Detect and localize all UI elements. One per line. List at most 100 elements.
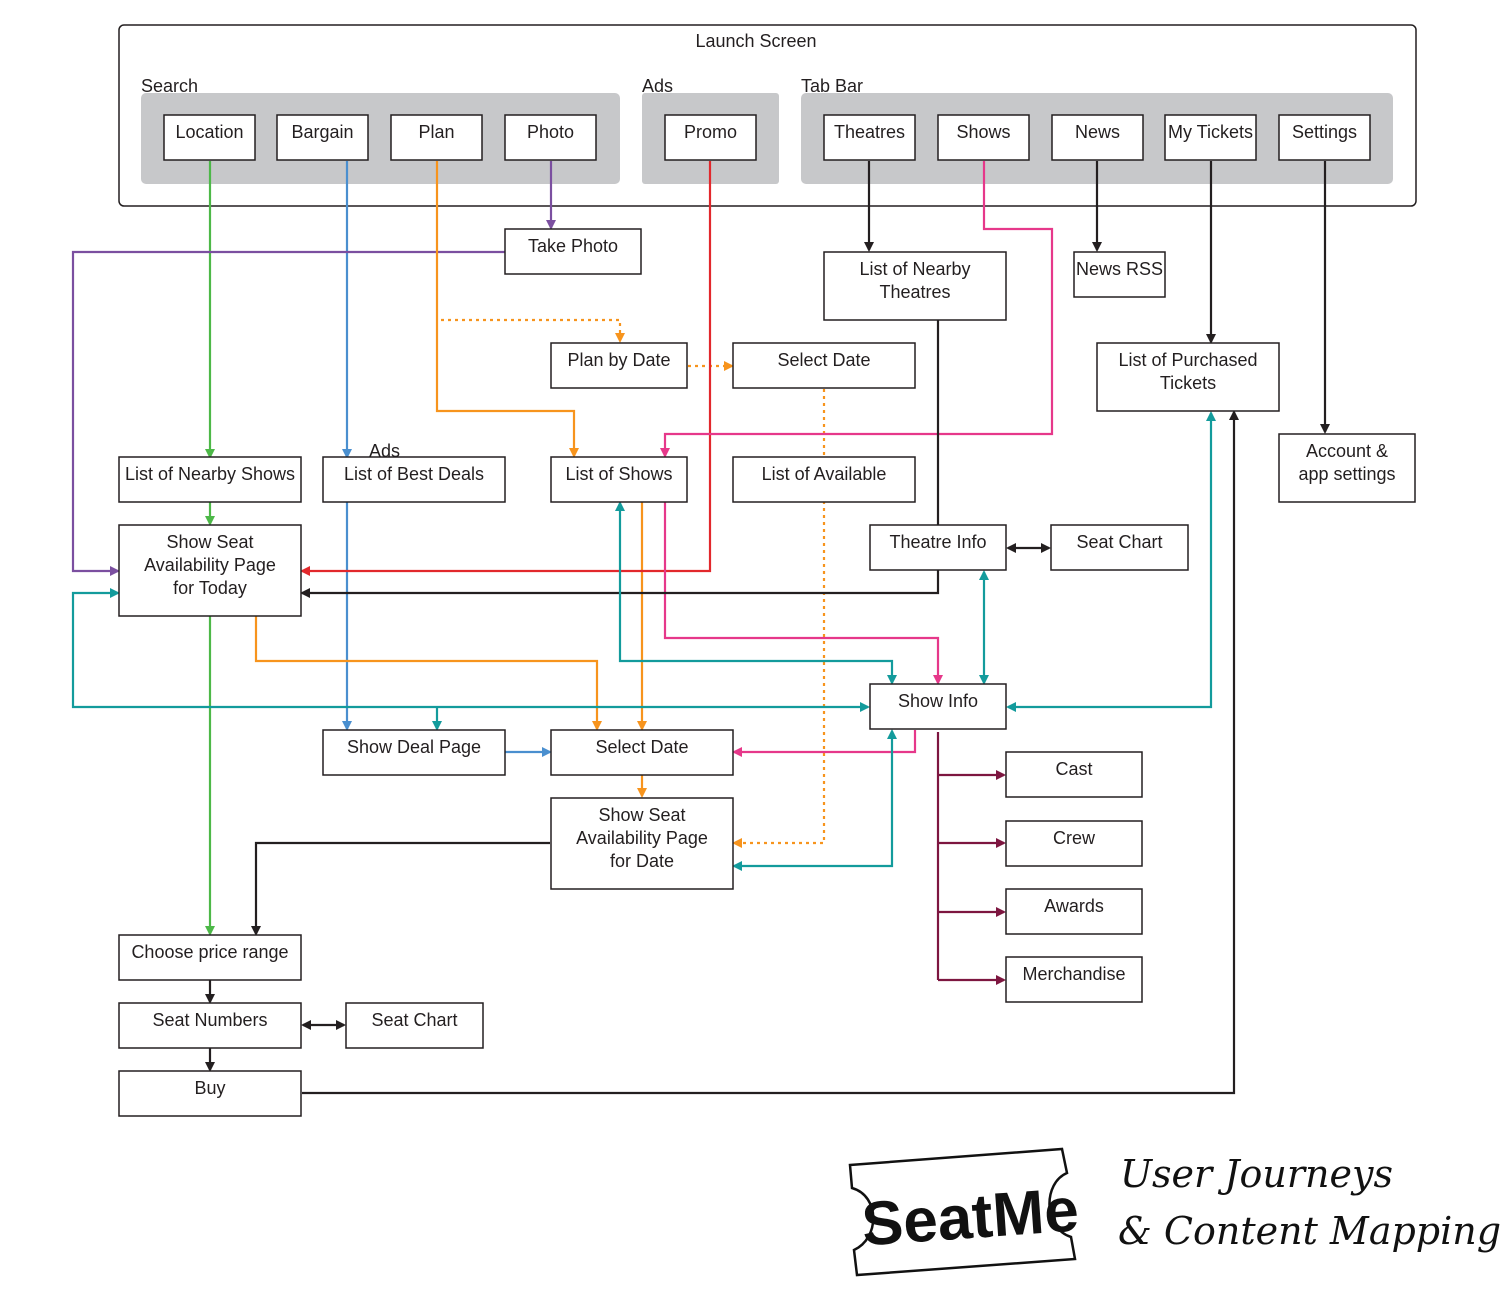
- connector-buy-to-purchased: [302, 410, 1239, 1095]
- node-theatres-label: Theatres: [834, 122, 905, 142]
- node-seat-avail-date-line2: Availability Page: [576, 828, 708, 848]
- node-settings-label: Settings: [1292, 122, 1357, 142]
- node-account-settings-line2: app settings: [1298, 464, 1395, 484]
- search-group-panel: [141, 93, 620, 184]
- node-seat-avail-date-line3: for Date: [610, 851, 674, 871]
- node-buy[interactable]: Buy: [118, 1070, 302, 1117]
- tab-bar-group-label: Tab Bar: [801, 76, 863, 96]
- ads-note-label: Ads: [369, 441, 400, 461]
- node-seat-avail-today-line3: for Today: [173, 578, 247, 598]
- node-select-date-mid-label: Select Date: [595, 737, 688, 757]
- connector-take-photo-to-seat-today: [71, 250, 505, 576]
- node-location[interactable]: Location: [163, 114, 256, 161]
- connector-list-of-shows-show-info: [615, 501, 897, 685]
- seatme-logo-text: SeatMe: [859, 1176, 1080, 1260]
- node-nearby-shows[interactable]: List of Nearby Shows: [118, 456, 302, 503]
- node-shows-label: Shows: [956, 122, 1010, 142]
- node-seat-numbers[interactable]: Seat Numbers: [118, 1002, 302, 1049]
- node-take-photo-label: Take Photo: [528, 236, 618, 256]
- node-list-of-shows-label: List of Shows: [565, 464, 672, 484]
- node-list-available-label: List of Available: [762, 464, 887, 484]
- node-shows[interactable]: Shows: [937, 114, 1030, 161]
- node-nearby-theatres-line2: Theatres: [879, 282, 950, 302]
- node-awards-label: Awards: [1044, 896, 1104, 916]
- node-photo[interactable]: Photo: [504, 114, 597, 161]
- search-group-label: Search: [141, 76, 198, 96]
- node-best-deals-label: List of Best Deals: [344, 464, 484, 484]
- node-account-settings[interactable]: Account & app settings: [1278, 433, 1416, 503]
- node-promo[interactable]: Promo: [664, 114, 757, 161]
- node-location-label: Location: [175, 122, 243, 142]
- node-news-rss-label: News RSS: [1076, 259, 1163, 279]
- node-settings[interactable]: Settings: [1278, 114, 1371, 161]
- node-best-deals[interactable]: List of Best Deals: [322, 456, 506, 503]
- node-merchandise[interactable]: Merchandise: [1005, 956, 1143, 1003]
- node-merchandise-label: Merchandise: [1022, 964, 1125, 984]
- node-seat-avail-today-line1: Show Seat: [166, 532, 253, 552]
- node-nearby-theatres[interactable]: List of Nearby Theatres: [823, 251, 1007, 321]
- footer-title-line2: & Content Mapping: [1118, 1209, 1500, 1253]
- node-plan[interactable]: Plan: [390, 114, 483, 161]
- node-cast-label: Cast: [1055, 759, 1092, 779]
- node-seat-chart-seats-label: Seat Chart: [371, 1010, 457, 1030]
- node-bargain-label: Bargain: [291, 122, 353, 142]
- node-theatre-info[interactable]: Theatre Info: [869, 524, 1007, 571]
- node-buy-label: Buy: [194, 1078, 225, 1098]
- node-theatres[interactable]: Theatres: [823, 114, 916, 161]
- footer-title-line1: User Journeys: [1120, 1152, 1393, 1196]
- node-photo-label: Photo: [527, 122, 574, 142]
- node-awards[interactable]: Awards: [1005, 888, 1143, 935]
- connector-show-info-purchased: [1006, 411, 1216, 712]
- node-promo-label: Promo: [684, 122, 737, 142]
- node-purchased-tickets-line1: List of Purchased: [1118, 350, 1257, 370]
- node-seat-avail-date-line1: Show Seat: [598, 805, 685, 825]
- node-seat-chart-theatre[interactable]: Seat Chart: [1050, 524, 1189, 571]
- connector-seat-today-to-select-date: [254, 616, 602, 731]
- node-nearby-shows-label: List of Nearby Shows: [125, 464, 295, 484]
- node-news[interactable]: News: [1051, 114, 1144, 161]
- node-seat-numbers-label: Seat Numbers: [152, 1010, 267, 1030]
- node-news-rss[interactable]: News RSS: [1073, 251, 1166, 298]
- node-cast[interactable]: Cast: [1005, 751, 1143, 798]
- node-nearby-theatres-line1: List of Nearby: [859, 259, 970, 279]
- node-seat-avail-date[interactable]: Show Seat Availability Page for Date: [550, 797, 734, 890]
- node-show-deal-page-label: Show Deal Page: [347, 737, 481, 757]
- node-seat-avail-today[interactable]: Show Seat Availability Page for Today: [118, 524, 302, 617]
- node-choose-price[interactable]: Choose price range: [118, 934, 302, 981]
- node-select-date-mid[interactable]: Select Date: [550, 729, 734, 776]
- connector-plan-to-plan-by-date: [441, 318, 625, 343]
- node-plan-by-date[interactable]: Plan by Date: [550, 342, 688, 389]
- node-purchased-tickets[interactable]: List of Purchased Tickets: [1096, 342, 1280, 412]
- node-list-of-shows[interactable]: List of Shows: [550, 456, 688, 503]
- node-crew-label: Crew: [1053, 828, 1096, 848]
- launch-screen-title: Launch Screen: [695, 31, 816, 51]
- node-choose-price-label: Choose price range: [131, 942, 288, 962]
- connector-plan-to-list-of-shows: [435, 161, 579, 458]
- seatme-ticket-logo: SeatMe: [848, 1147, 1081, 1277]
- node-my-tickets-label: My Tickets: [1168, 122, 1253, 142]
- ads-group-label: Ads: [642, 76, 673, 96]
- node-show-info-label: Show Info: [898, 691, 978, 711]
- node-select-date-top-label: Select Date: [777, 350, 870, 370]
- node-plan-label: Plan: [418, 122, 454, 142]
- node-seat-chart-theatre-label: Seat Chart: [1076, 532, 1162, 552]
- node-seat-avail-today-line2: Availability Page: [144, 555, 276, 575]
- connector-shows-to-list-of-shows: [660, 161, 1054, 458]
- connector-show-info-seat-avail-date: [732, 729, 897, 871]
- node-take-photo[interactable]: Take Photo: [504, 228, 642, 275]
- node-account-settings-line1: Account &: [1306, 441, 1388, 461]
- node-bargain[interactable]: Bargain: [276, 114, 369, 161]
- node-my-tickets[interactable]: My Tickets: [1164, 114, 1257, 161]
- node-show-info[interactable]: Show Info: [869, 683, 1007, 730]
- node-show-deal-page[interactable]: Show Deal Page: [322, 729, 506, 776]
- connector-seat-avail-date-to-price: [251, 841, 550, 936]
- node-theatre-info-label: Theatre Info: [889, 532, 986, 552]
- node-crew[interactable]: Crew: [1005, 820, 1143, 867]
- node-news-label: News: [1075, 122, 1120, 142]
- node-list-available[interactable]: List of Available: [732, 456, 916, 503]
- node-purchased-tickets-line2: Tickets: [1160, 373, 1216, 393]
- node-select-date-top[interactable]: Select Date: [732, 342, 916, 389]
- node-seat-chart-seats[interactable]: Seat Chart: [345, 1002, 484, 1049]
- connector-seat-today-show-info: [71, 588, 870, 712]
